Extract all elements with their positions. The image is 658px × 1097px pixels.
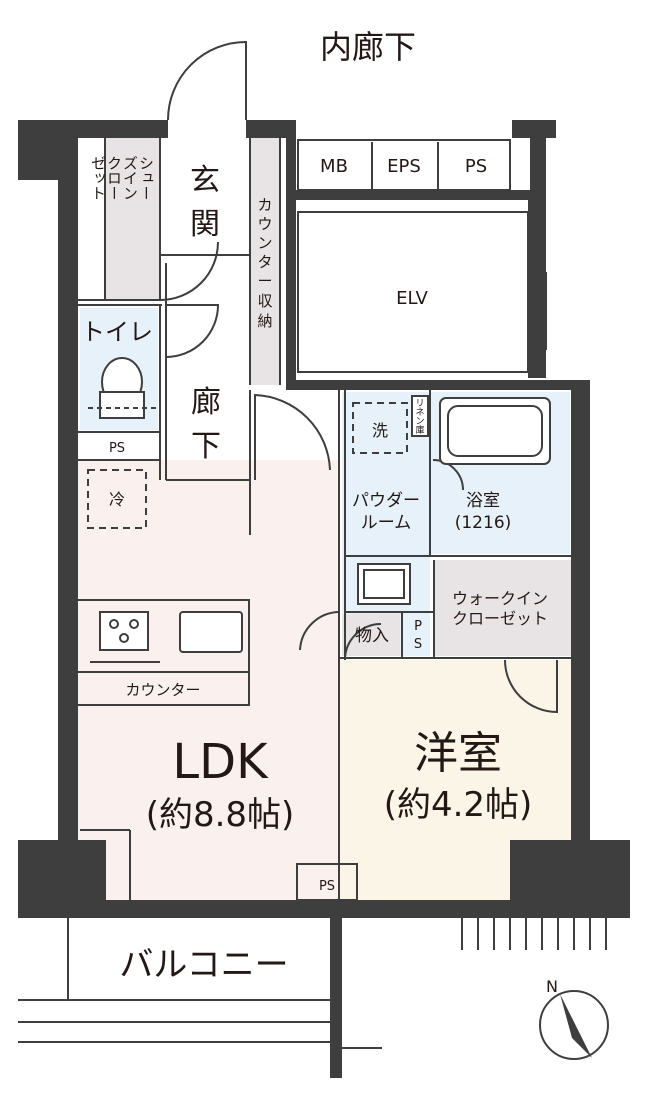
north-label: N xyxy=(546,977,558,996)
counter-storage-label: カ ウ ン タ ー 収 納 xyxy=(257,196,272,330)
ps-top-label: PS xyxy=(465,156,487,177)
walk-in-closet-label-1: ウォークイン xyxy=(452,589,548,608)
western-size-label: (約4.2帖) xyxy=(384,785,533,825)
svg-text:ー: ー xyxy=(257,272,272,290)
washer-label: 洗 xyxy=(372,421,388,440)
corridor-label: 内廊下 xyxy=(320,28,416,66)
svg-text:ネ: ネ xyxy=(415,407,424,418)
powder-room-label-1: パウダー xyxy=(352,491,420,511)
interior-partitions xyxy=(18,138,571,1049)
ldk-floor xyxy=(75,460,339,900)
kitchen-sink-icon xyxy=(179,611,243,653)
north-arrow-icon xyxy=(539,990,609,1060)
linen-cabinet-icon xyxy=(411,395,429,437)
svg-text:リ: リ xyxy=(415,399,424,409)
shoe-closet-floor xyxy=(105,137,160,299)
storage-floor xyxy=(342,614,400,656)
svg-text:収: 収 xyxy=(257,292,272,310)
svg-text:庫: 庫 xyxy=(415,424,424,436)
ldk-label: LDK xyxy=(172,734,269,790)
bath-label-1: 浴室 xyxy=(466,491,500,511)
stove-icon xyxy=(99,611,149,651)
fixtures xyxy=(87,357,607,950)
ldk-size-label: (約8.8帖) xyxy=(146,795,295,835)
bath-label-2: (1216) xyxy=(455,513,512,533)
linen-label: リ ネ ン 庫 xyxy=(415,399,424,436)
storage-label: 物入 xyxy=(355,626,389,646)
ps-small-label-1: P xyxy=(414,619,422,634)
shoe-closet-label: シュー ズイン クロー ゼット xyxy=(89,156,155,201)
svg-text:ズイン: ズイン xyxy=(121,156,139,201)
western-room-label: 洋室 xyxy=(414,728,502,779)
powder-room-label-2: ルーム xyxy=(361,513,412,533)
doors xyxy=(159,40,558,714)
svg-text:タ: タ xyxy=(257,253,272,271)
svg-text:シュー: シュー xyxy=(137,156,155,201)
ps-bottom-label: PS xyxy=(319,879,335,894)
svg-text:ゼット: ゼット xyxy=(89,156,107,201)
washer-space-icon xyxy=(352,402,408,454)
elv-label: ELV xyxy=(396,288,428,309)
svg-text:カ: カ xyxy=(257,196,272,214)
entrance-label-1: 玄 xyxy=(190,163,220,198)
ps-toilet-label: PS xyxy=(109,441,125,456)
counter-label: カウンター xyxy=(125,681,200,699)
hallway-label-2: 下 xyxy=(191,429,221,464)
svg-text:ウ: ウ xyxy=(257,215,272,233)
svg-text:納: 納 xyxy=(257,312,272,330)
hallway-label-1: 廊 xyxy=(191,385,221,420)
toilet-tank-icon xyxy=(99,391,145,419)
svg-text:ン: ン xyxy=(415,417,424,427)
ps-small-label-2: S xyxy=(414,637,422,652)
balcony-label: バルコニー xyxy=(119,945,288,985)
toilet-label: トイレ xyxy=(81,318,153,346)
exterior-walls xyxy=(18,120,630,1078)
fridge-space-icon xyxy=(87,469,147,529)
fridge-label: 冷 xyxy=(109,490,125,509)
svg-text:クロー: クロー xyxy=(105,156,123,201)
entrance-label-2: 関 xyxy=(190,207,220,242)
mb-label: MB xyxy=(320,156,348,177)
walk-in-closet-label-2: クローゼット xyxy=(452,609,548,628)
eps-label: EPS xyxy=(387,156,421,177)
counter-storage-floor xyxy=(250,137,280,385)
svg-text:ン: ン xyxy=(257,234,272,252)
walk-in-closet-floor xyxy=(434,560,571,656)
bathtub-icon xyxy=(439,397,551,465)
